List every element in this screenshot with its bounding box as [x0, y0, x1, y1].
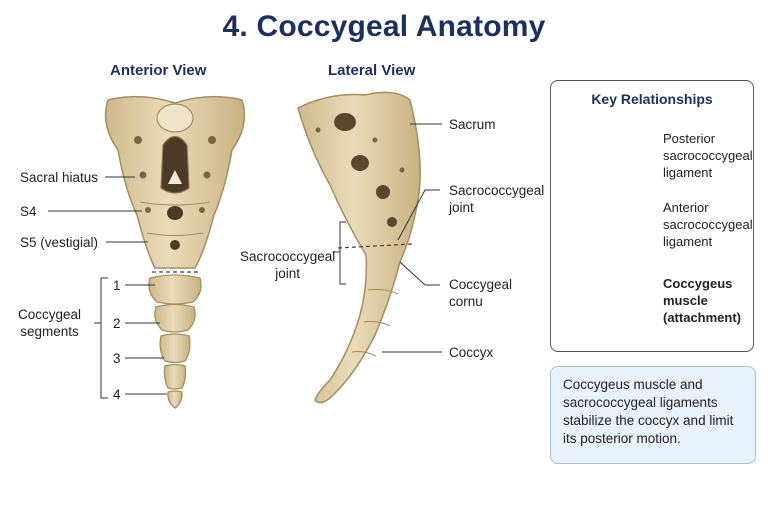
- label-s4: S4: [20, 203, 37, 220]
- label-s5: S5 (vestigial): [20, 234, 98, 251]
- key-relationships-title: Key Relationships: [551, 91, 753, 107]
- label-posterior-ligament: Posterior sacrococcygeal ligament: [663, 130, 753, 181]
- label-coccygeal-segments: Coccygeal segments: [18, 306, 81, 340]
- anterior-sacrum: [106, 97, 245, 272]
- anterior-coccyx: [149, 275, 201, 408]
- label-sacrum: Sacrum: [449, 116, 496, 133]
- label-coccygeal-cornu: Coccygeal cornu: [449, 276, 512, 310]
- label-coccygeus-muscle: Coccygeus muscle (attachment): [663, 275, 741, 326]
- note-box: Coccygeus muscle and sacrococcygeal liga…: [550, 366, 756, 464]
- label-sacrococcygeal-joint-right: Sacrococcygeal joint: [449, 182, 544, 216]
- label-segment-2: 2: [113, 315, 121, 332]
- label-sacral-hiatus: Sacral hiatus: [20, 169, 98, 186]
- label-segment-1: 1: [113, 277, 121, 294]
- label-coccyx: Coccyx: [449, 344, 493, 361]
- label-segment-4: 4: [113, 386, 121, 403]
- label-anterior-ligament: Anterior sacrococcygeal ligament: [663, 199, 753, 250]
- label-segment-3: 3: [113, 350, 121, 367]
- label-sacrococcygeal-joint-left: Sacrococcygeal joint: [240, 248, 335, 282]
